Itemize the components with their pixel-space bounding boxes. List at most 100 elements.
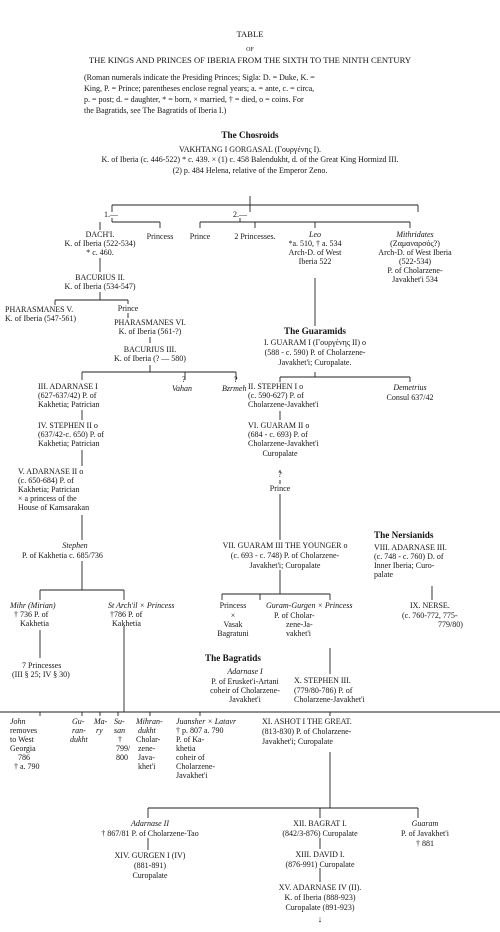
node-seven-princesses: 7 Princesses xyxy=(22,661,62,670)
node-leo-line4: Iberia 522 xyxy=(298,257,332,266)
node-mihr-line2: † 736 P. of xyxy=(14,610,49,619)
node-stephen1-line3: Cholarzene-Javakhet'i xyxy=(248,400,319,409)
node-ashot-line3: Javakhet'i; Curopalate xyxy=(262,737,333,746)
of-heading: OF xyxy=(246,47,254,53)
node-guaram2-line2: (684 - c. 693) P. of xyxy=(248,430,308,439)
section-guaramids: The Guaramids xyxy=(283,326,347,336)
node-guaram1-name: I. GUARAM I (Γουργένης II) o xyxy=(264,338,366,347)
node-guranduxt-line1: Gu- xyxy=(72,717,85,726)
node-mary-line2: ry xyxy=(96,726,103,735)
node-princess-vasak-line1: Princess xyxy=(219,601,247,610)
node-seven-princesses-ref: (III § 25; IV § 30) xyxy=(12,670,70,679)
section-chosroids: The Chosroids xyxy=(221,130,279,140)
node-vakhtang-name: VAKHTANG I GORGASAL (Γουργένης I). xyxy=(178,145,321,154)
node-stephen2-line3: Kakhetia; Patrician xyxy=(38,439,100,448)
node-susan-line4: 799/ xyxy=(116,744,131,753)
node-adarnase3-line2: (c. 748 - c. 760) D. of xyxy=(374,552,444,561)
node-pharasmanes5-name: PHARASMANES V. xyxy=(5,305,74,314)
legend-line-3: p. = post; d. = daughter, * = born, × ma… xyxy=(84,95,304,104)
node-leo-line3: Arch-D. of West xyxy=(288,248,342,257)
node-juansher-name: Juansher × Latavr xyxy=(176,717,237,726)
node-prince-1: Prince xyxy=(189,232,211,241)
node-guaram-j-line3: † 881 xyxy=(416,839,434,848)
node-mithridates-line6: Javakhet'i 534 xyxy=(392,275,438,284)
node-adarnase1-line3: Kakhetia; Patrician xyxy=(38,400,100,409)
node-vakhtang-line2: K. of Iberia (c. 446-522) * c. 439. × (1… xyxy=(101,155,399,164)
node-adarnase4-name: XV. ADARNASE IV (II). xyxy=(278,883,362,892)
node-john-line6: † a. 790 xyxy=(14,762,40,771)
node-guranduxt-line2: ran- xyxy=(72,726,86,735)
question-mark-2: ? xyxy=(234,375,238,384)
node-mithridates-line5: P. of Cholarzene- xyxy=(387,266,443,275)
node-stephen2-name: IV. STEPHEN II o xyxy=(38,421,98,430)
node-john-line2: removes xyxy=(10,726,38,735)
node-guaram2-name: VI. GUARAM II o xyxy=(248,421,310,430)
node-vakhtang-line3: (2) p. 484 Helena, relative of the Emper… xyxy=(172,166,328,175)
node-adarnase-b-name: Adarnase I xyxy=(227,667,263,676)
node-mithridates-line3: Arch-D. of West Iberia xyxy=(378,248,452,257)
node-john-line4: Georgia xyxy=(10,744,36,753)
node-nerse-line2: (c. 760-772, 775- xyxy=(402,611,458,620)
node-leo-line2: *a. 510, † a. 534 xyxy=(288,239,342,248)
node-ashot-line2: (813-830) P. of Cholarzene- xyxy=(262,727,352,736)
node-stephen-k-line2: P. of Kakhetia c. 685/736 xyxy=(22,551,103,560)
node-bagrat-name: XII. BAGRAT I. xyxy=(293,819,347,828)
node-adarnase-b-line2: P. of Erusket'i-Artani xyxy=(211,677,279,686)
node-stephen3-line3: Cholarzene-Javakhet'i xyxy=(294,695,365,704)
node-princess-vasak-line4: Bagratuni xyxy=(217,629,249,638)
node-mihrandukht-line1: Mihran- xyxy=(136,717,163,726)
node-stephen1-line2: (c. 590-627) P. of xyxy=(248,391,304,400)
node-nerse-line3: 779/80) xyxy=(438,620,463,629)
node-stephen3-name: X. STEPHEN III. xyxy=(294,676,351,685)
node-princess-vasak-line3: Vasak xyxy=(223,620,243,629)
node-adarnase4-line3: Curopalate (891-923) xyxy=(285,903,355,912)
node-john-line3: to West xyxy=(10,735,34,744)
node-adarnase3-line3: Inner Iberia; Curo- xyxy=(374,561,435,570)
node-dachi-name: DACH'I. xyxy=(85,230,115,239)
node-mihrandukht-line3: Cholar- xyxy=(136,735,161,744)
node-dachi-line2: K. of Iberia (522-534) xyxy=(64,239,136,248)
node-prince-2: Prince xyxy=(117,304,139,313)
node-adarnase1-name: III. ADARNASE I xyxy=(38,382,98,391)
node-two-princesses: 2 Princesses. xyxy=(234,232,276,241)
node-adarnase-b-line3: coheir of Cholarzene- xyxy=(210,686,280,695)
node-mihr-name: Mihr (Mirian) xyxy=(10,601,56,610)
node-adarnase2-line3: Kakhetia; Patrician xyxy=(18,485,80,494)
marriage-number-2: 2.— xyxy=(233,210,247,219)
node-mihrandukht-line4: zene- xyxy=(138,744,156,753)
node-david-name: XIII. DAVID I. xyxy=(295,850,345,859)
node-leo-name: Leo xyxy=(309,230,321,239)
node-guram-gurgen-line2: P. of Cholar- xyxy=(274,611,315,620)
node-bzrmeh: Bzrmeh xyxy=(222,384,247,393)
node-stephen2-line2: (637/42-c. 650) P. of xyxy=(38,430,104,439)
section-nersianids: The Nersianids xyxy=(374,530,434,540)
node-adarnase-b-line4: Javakhet'i xyxy=(229,695,261,704)
node-susan-line1: Su- xyxy=(114,717,125,726)
node-gurgen-line2: (881-891) xyxy=(134,861,166,870)
node-susan-line3: † xyxy=(118,735,122,744)
node-ashot-name: XI. ASHOT I THE GREAT. xyxy=(262,717,352,726)
node-bacurius3-name: BACURIUS III. xyxy=(123,345,177,354)
node-david-line2: (876-991) Curopalate xyxy=(285,860,355,869)
node-bacurius2-name: BACURIUS II. xyxy=(75,273,125,282)
node-archil-name: St Arch'il × Princess xyxy=(108,601,175,610)
node-pharasmanes5-line2: K. of Iberia (547-561) xyxy=(5,314,77,323)
table-heading: TABLE xyxy=(236,29,264,39)
node-susan-line5: 800 xyxy=(116,753,128,762)
node-mithridates-name: Mithridates xyxy=(396,230,434,239)
node-stephen1-name: II. STEPHEN I o xyxy=(248,382,304,391)
node-bacurius3-line2: K. of Iberia (? — 580) xyxy=(114,354,186,363)
node-nerse-name: IX. NERSE. xyxy=(410,601,450,610)
node-mihrandukht-line6: khet'i xyxy=(138,762,156,771)
node-guram-gurgen-line4: vakhet'i xyxy=(286,629,311,638)
node-guaram2-line4: Curopalate xyxy=(262,449,298,458)
node-mithridates-line4: (522-534) xyxy=(399,257,431,266)
node-juansher-line3: P. of Ka- xyxy=(176,735,205,744)
node-gurgen-name: XIV. GURGEN I (IV) xyxy=(114,851,186,860)
node-mihr-line3: Kakhetia xyxy=(20,619,49,628)
node-vahan: Vahan xyxy=(172,384,192,393)
node-john-line5: 786 xyxy=(18,753,30,762)
node-john-name: John xyxy=(10,717,26,726)
legend-line-4: the Bagratids, see The Bagratids of Iber… xyxy=(84,106,227,115)
